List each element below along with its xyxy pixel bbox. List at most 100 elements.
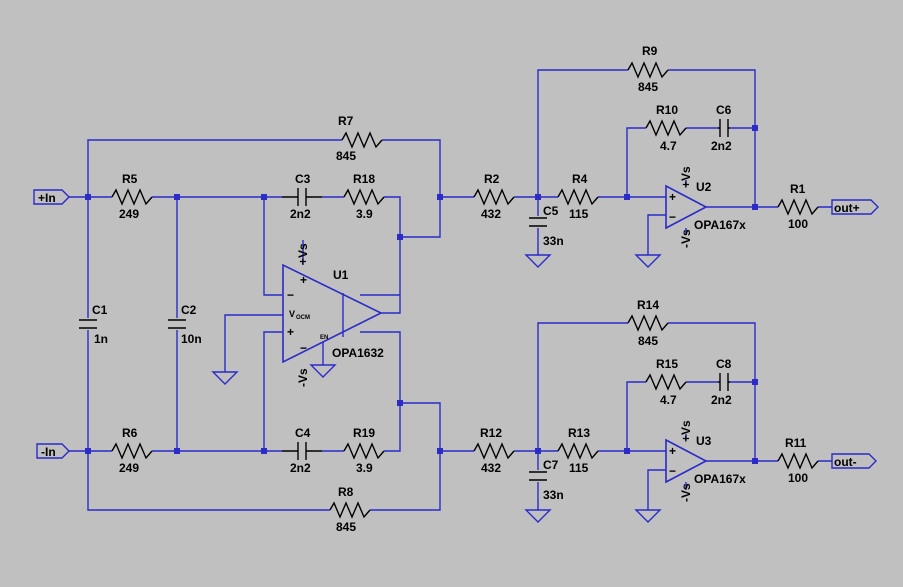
c8-ref: C8 <box>716 357 732 371</box>
u1-model: OPA1632 <box>332 346 384 360</box>
r7-ref: R7 <box>338 114 354 128</box>
r11-value: 100 <box>788 471 808 485</box>
resistor-r19 <box>343 442 385 460</box>
r2-ref: R2 <box>484 172 500 186</box>
c3-ref: C3 <box>295 172 311 186</box>
u2-pin-plus: + <box>669 190 676 204</box>
c7-value: 33n <box>543 488 564 502</box>
labels: R5 249 R6 249 R7 845 R8 845 R18 3.9 R19 … <box>92 44 808 534</box>
resistor-r15 <box>645 373 687 391</box>
c6-ref: C6 <box>716 103 732 117</box>
capacitor-c3 <box>282 188 322 206</box>
r10-ref: R10 <box>656 103 678 117</box>
port-in-minus: -In <box>41 445 56 459</box>
resistor-r9 <box>627 61 669 79</box>
u3-pin-minus: − <box>669 464 676 478</box>
r15-value: 4.7 <box>660 393 677 407</box>
port-out-plus: out+ <box>834 201 860 215</box>
r4-value: 115 <box>569 207 589 221</box>
ground-symbol <box>524 509 552 523</box>
resistor-r14 <box>627 314 669 332</box>
u1-pin-plus-top: + <box>300 273 307 287</box>
r12-ref: R12 <box>480 426 502 440</box>
u3-plus-vs: +Vs <box>679 420 693 442</box>
port-out-plus-flag <box>831 199 879 215</box>
r1-value: 100 <box>788 217 808 231</box>
r15-ref: R15 <box>656 357 678 371</box>
u3-model: OPA167x <box>694 472 746 486</box>
c8-value: 2n2 <box>711 393 732 407</box>
resistor-r11 <box>777 452 819 470</box>
wires <box>68 69 832 511</box>
r19-ref: R19 <box>353 426 375 440</box>
u3-minus-vs: -Vs <box>679 483 693 502</box>
c5-ref: C5 <box>543 204 559 218</box>
capacitor-c7 <box>529 471 547 481</box>
resistor-r10 <box>645 119 687 137</box>
u1-plus-vs: +Vs <box>296 243 310 265</box>
r2-value: 432 <box>481 207 501 221</box>
r5-value: 249 <box>119 207 139 221</box>
junctions <box>85 125 758 464</box>
u1-pin-plus-bottom: + <box>287 325 294 339</box>
resistor-r7 <box>341 131 383 149</box>
resistor-r6 <box>111 442 153 460</box>
resistor-r8 <box>329 501 371 519</box>
u2-pin-minus: − <box>669 210 676 224</box>
u2-ref: U2 <box>696 180 712 194</box>
r12-value: 432 <box>481 461 501 475</box>
r9-ref: R9 <box>642 44 658 58</box>
capacitor-c6 <box>718 119 730 137</box>
u2-model: OPA167x <box>694 218 746 232</box>
r8-value: 845 <box>336 520 356 534</box>
capacitor-c4 <box>282 442 322 460</box>
c6-value: 2n2 <box>711 139 732 153</box>
u2-minus-vs: -Vs <box>679 229 693 248</box>
c7-ref: C7 <box>543 458 559 472</box>
port-out-minus: out- <box>834 455 857 469</box>
c1-value: 1n <box>94 332 108 346</box>
c2-value: 10n <box>181 332 202 346</box>
r13-ref: R13 <box>568 426 590 440</box>
r5-ref: R5 <box>122 172 138 186</box>
r18-value: 3.9 <box>356 207 373 221</box>
resistor-r12 <box>473 442 515 460</box>
u1-pin-minus-bottom: − <box>300 341 307 355</box>
u1-ref: U1 <box>333 268 349 282</box>
ground-symbol <box>634 509 662 523</box>
port-in-plus: +In <box>38 191 56 205</box>
r14-ref: R14 <box>637 298 659 312</box>
capacitor-c1 <box>79 319 97 329</box>
opamp-u2 <box>665 184 708 230</box>
r19-value: 3.9 <box>356 461 373 475</box>
r6-ref: R6 <box>122 426 138 440</box>
r6-value: 249 <box>119 461 139 475</box>
capacitor-c5 <box>529 217 547 227</box>
port-in-plus-flag <box>33 189 70 205</box>
u1-pin-minus-top: − <box>287 288 294 302</box>
resistors <box>111 61 819 519</box>
resistor-r2 <box>473 188 515 206</box>
r9-value: 845 <box>638 80 658 94</box>
u3-ref: U3 <box>696 434 712 448</box>
r4-ref: R4 <box>572 172 588 186</box>
u2-plus-vs: +Vs <box>679 166 693 188</box>
r1-ref: R1 <box>790 182 806 196</box>
ground-symbol <box>211 371 239 385</box>
c1-ref: C1 <box>92 303 108 317</box>
capacitor-c8 <box>718 373 730 391</box>
u1-vocm-label: V <box>289 309 295 319</box>
r10-value: 4.7 <box>660 139 677 153</box>
resistor-r18 <box>343 188 385 206</box>
opamp-u1 <box>282 240 383 364</box>
resistor-r5 <box>111 188 153 206</box>
resistor-r13 <box>557 442 599 460</box>
grounds <box>211 254 662 523</box>
ports: +In -In out+ out- <box>33 189 879 469</box>
u1-en-label: EN <box>320 335 328 341</box>
r13-value: 115 <box>569 461 589 475</box>
c4-ref: C4 <box>295 426 311 440</box>
port-in-minus-flag <box>36 443 70 459</box>
r11-ref: R11 <box>785 436 807 450</box>
